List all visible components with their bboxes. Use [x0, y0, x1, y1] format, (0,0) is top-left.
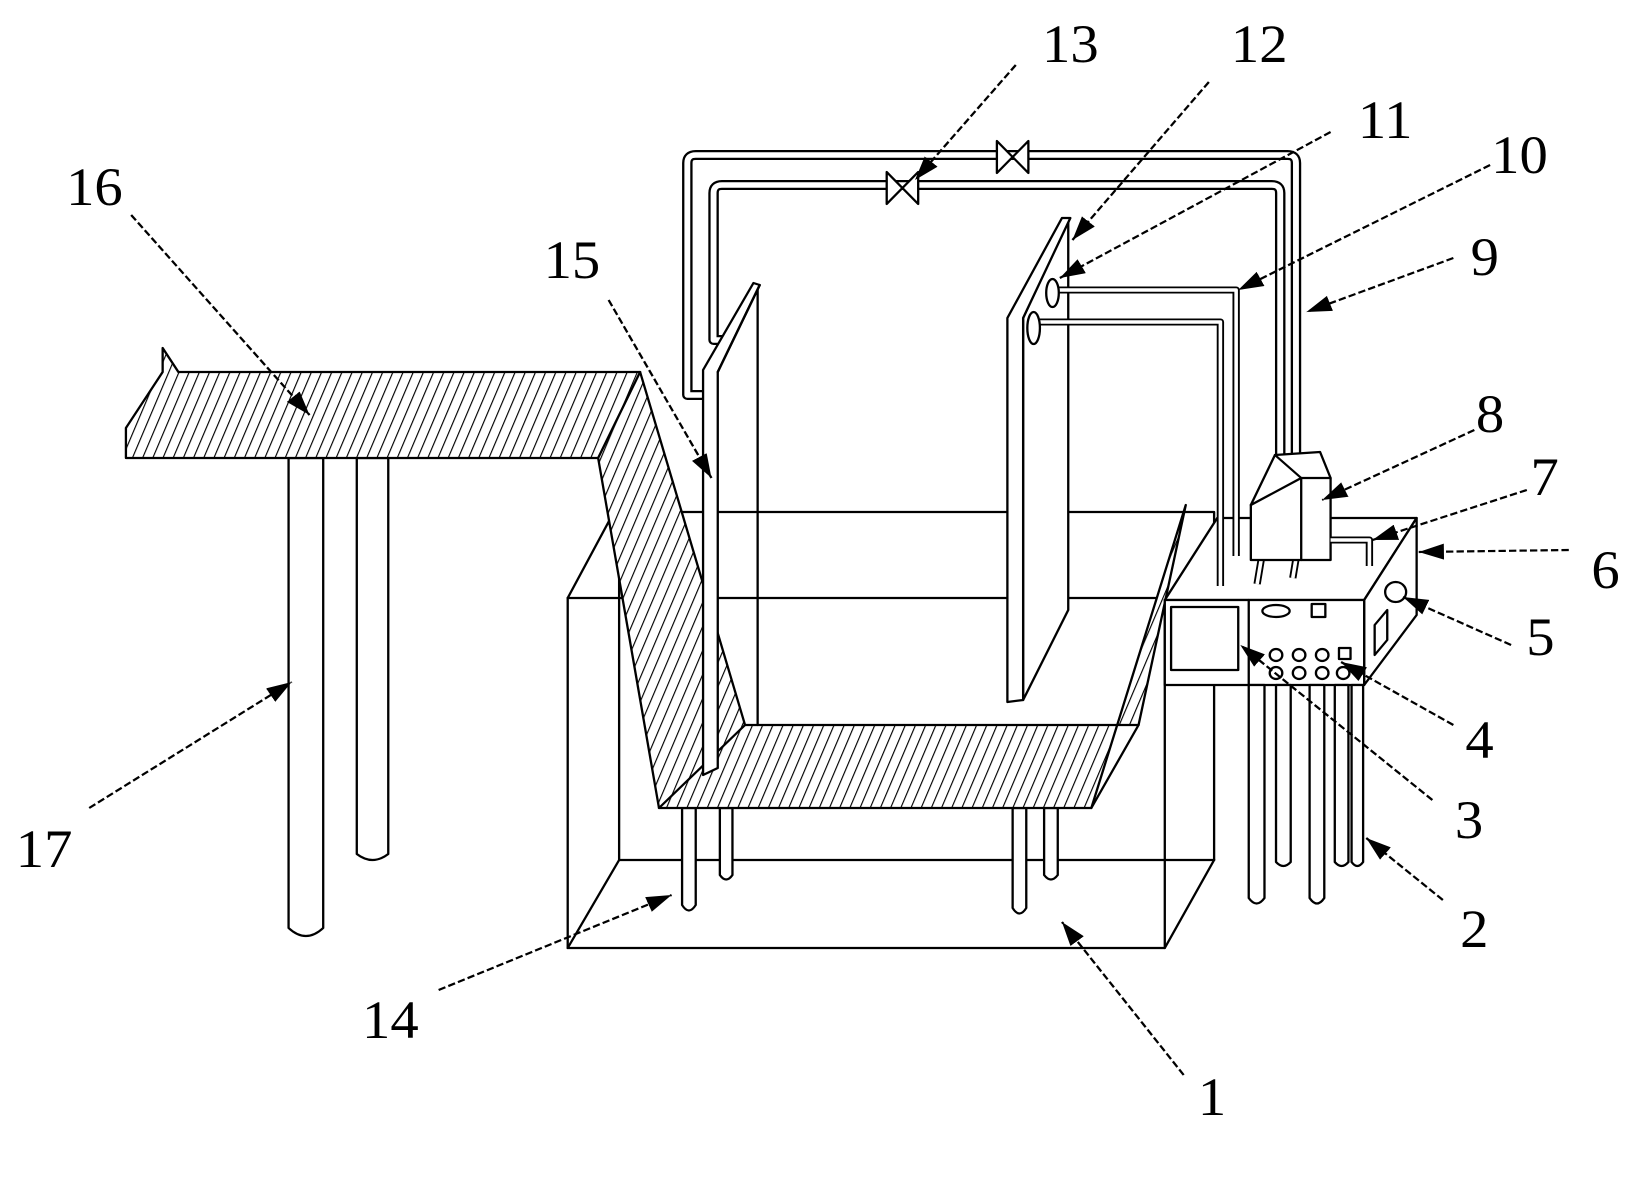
- leader-arrow-1: [1061, 921, 1185, 1076]
- leader-arrow-6: [1418, 543, 1569, 560]
- callout-label-14: 14: [362, 990, 419, 1050]
- leader-arrow-4: [1340, 661, 1454, 726]
- button-icon: [1314, 647, 1330, 663]
- support-leg: [355, 456, 390, 862]
- button-icon: [1268, 647, 1284, 663]
- leader-arrows: [88, 64, 1569, 1076]
- callout-labels: 1 2 3 4 5 6 7 8 9 10 11 12 13 14 15 16 1…: [16, 14, 1620, 1127]
- callout-label-16: 16: [66, 157, 123, 217]
- tank-support-legs: [680, 806, 1059, 915]
- callout-label-4: 4: [1465, 710, 1493, 770]
- connector-icon: [1045, 277, 1060, 309]
- support-leg: [1333, 683, 1350, 868]
- leader-arrow-12: [1071, 81, 1210, 241]
- support-leg: [1247, 683, 1266, 905]
- circulation-pipes: [682, 139, 1302, 458]
- support-leg: [1011, 806, 1028, 915]
- valve-icon: [885, 170, 920, 206]
- button-icon: [1261, 603, 1291, 619]
- plate-outlet-tubes: [1026, 277, 1240, 586]
- leader-arrow-2: [1365, 837, 1444, 901]
- button-icon: [1291, 665, 1307, 681]
- button-icon: [1310, 602, 1327, 619]
- support-leg: [1042, 806, 1059, 881]
- leader-arrow-14: [438, 893, 673, 992]
- callout-label-10: 10: [1491, 125, 1548, 185]
- leader-arrow-17: [88, 681, 293, 809]
- support-leg: [680, 806, 697, 912]
- pump: [1249, 450, 1332, 585]
- callout-label-5: 5: [1526, 607, 1554, 667]
- leader-arrow-13: [914, 64, 1017, 181]
- leader-arrow-7: [1372, 488, 1528, 542]
- callout-label-12: 12: [1231, 14, 1288, 74]
- conveyor-legs: [287, 456, 390, 938]
- control-panel: [1261, 602, 1352, 681]
- button-icon: [1291, 647, 1307, 663]
- support-leg: [287, 456, 325, 938]
- leader-arrow-16: [130, 214, 311, 416]
- leader-arrow-5: [1402, 596, 1512, 646]
- callout-label-6: 6: [1591, 540, 1619, 600]
- leader-arrow-10: [1237, 164, 1491, 291]
- callout-label-1: 1: [1198, 1067, 1226, 1127]
- power-knob-icon: [1383, 580, 1408, 604]
- callout-label-2: 2: [1460, 899, 1488, 959]
- callout-label-13: 13: [1042, 14, 1099, 74]
- callout-label-8: 8: [1476, 384, 1504, 444]
- valve-icon: [995, 139, 1030, 175]
- callout-label-9: 9: [1471, 227, 1499, 287]
- display-screen: [1169, 605, 1240, 672]
- support-leg: [1274, 683, 1292, 868]
- conveyor-slope: [124, 346, 1187, 810]
- electrode-plate-left: [701, 281, 761, 777]
- button-icon: [1335, 665, 1351, 681]
- side-slot: [1373, 608, 1389, 657]
- support-leg: [1350, 683, 1365, 868]
- control-box-legs: [1247, 683, 1365, 905]
- button-icon: [1337, 646, 1352, 661]
- leader-arrow-15: [607, 299, 713, 479]
- callout-label-3: 3: [1455, 790, 1483, 850]
- support-leg: [718, 806, 734, 881]
- callout-label-7: 7: [1530, 447, 1558, 507]
- callout-label-17: 17: [16, 819, 73, 879]
- callout-label-15: 15: [544, 230, 601, 290]
- callout-label-11: 11: [1358, 90, 1413, 150]
- button-icon: [1314, 665, 1330, 681]
- leader-arrow-9: [1306, 256, 1454, 314]
- pump-outlet-tube: [1330, 536, 1374, 566]
- support-leg: [1308, 683, 1326, 905]
- connector-icon: [1026, 310, 1042, 346]
- leader-arrow-8: [1321, 429, 1475, 501]
